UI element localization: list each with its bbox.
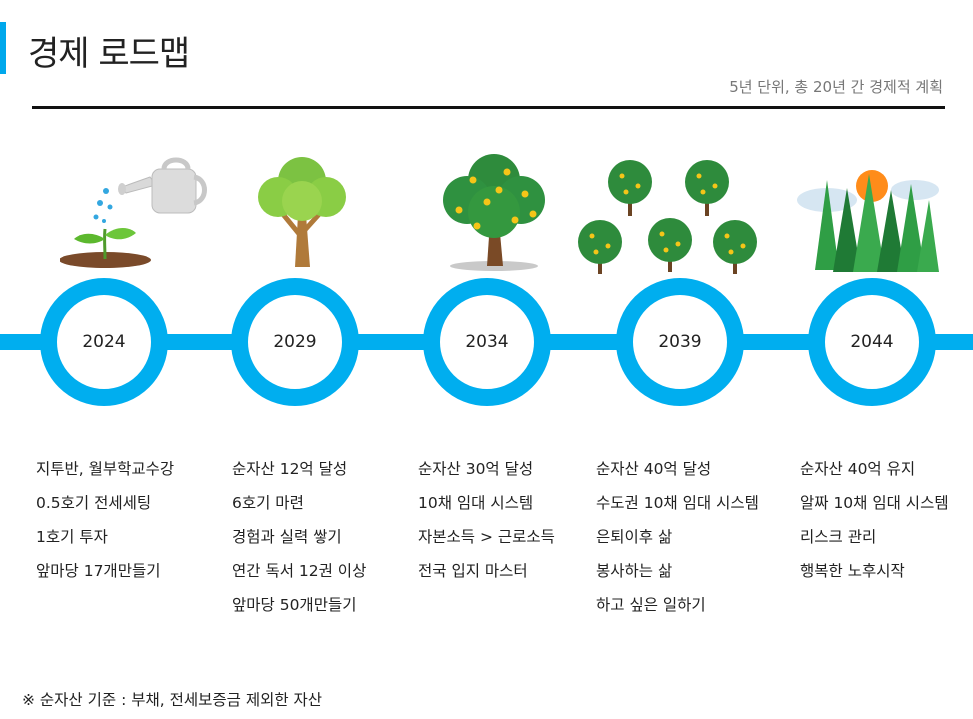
milestone-year: 2034 [465,332,509,352]
goal-item: 0.5호기 전세세팅 [36,494,152,512]
goal-list-2029: 순자산 12억 달성 6호기 마련 경험과 실력 쌓기 연간 독서 12권 이상… [232,452,366,622]
goal-item: 행복한 노후시작 [800,562,905,580]
goal-item: 10채 임대 시스템 [418,494,534,512]
milestone-year: 2029 [273,332,317,352]
goal-item: 앞마당 50개만들기 [232,596,357,614]
header-divider [32,106,945,109]
page-title: 경제 로드맵 [28,34,190,74]
milestone-2034: 2034 [423,278,551,406]
goal-item: 자본소득 > 근로소득 [418,528,555,546]
goal-item: 봉사하는 삶 [596,562,673,580]
sprout-watering-can-icon [60,157,207,268]
goal-item: 수도권 10채 임대 시스템 [596,494,759,512]
goal-item: 1호기 투자 [36,528,108,546]
goal-item: 순자산 12억 달성 [232,460,348,478]
title-accent-bar [0,22,6,74]
footnote: ※ 순자산 기준 : 부채, 전세보증금 제외한 자산 [22,691,323,709]
goal-item: 경험과 실력 쌓기 [232,528,342,546]
young-tree-icon [258,157,346,267]
goal-item: 알짜 10채 임대 시스템 [800,494,949,512]
goal-item: 리스크 관리 [800,528,877,546]
goal-list-2024: 지투반, 월부학교수강 0.5호기 전세세팅 1호기 투자 앞마당 17개만들기 [36,452,174,588]
goal-list-2034: 순자산 30억 달성 10채 임대 시스템 자본소득 > 근로소득 전국 입지 … [418,452,555,588]
milestone-2044: 2044 [808,278,936,406]
page-subtitle: 5년 단위, 총 20년 간 경제적 계획 [729,78,943,96]
goal-item: 지투반, 월부학교수강 [36,460,175,478]
goal-item: 은퇴이후 삶 [596,528,673,546]
goal-item: 하고 싶은 일하기 [596,596,706,614]
goal-item: 순자산 40억 유지 [800,460,916,478]
orchard-icon [578,160,757,274]
goal-item: 6호기 마련 [232,494,304,512]
goal-item: 순자산 30억 달성 [418,460,534,478]
milestone-year: 2044 [850,332,894,352]
milestone-2029: 2029 [231,278,359,406]
fruit-tree-icon [443,154,545,271]
milestone-2039: 2039 [616,278,744,406]
goal-item: 연간 독서 12권 이상 [232,562,367,580]
goal-item: 순자산 40억 달성 [596,460,712,478]
goal-list-2039: 순자산 40억 달성 수도권 10채 임대 시스템 은퇴이후 삶 봉사하는 삶 … [596,452,759,622]
milestone-year: 2039 [658,332,702,352]
goal-list-2044: 순자산 40억 유지 알짜 10채 임대 시스템 리스크 관리 행복한 노후시작 [800,452,949,588]
goal-item: 앞마당 17개만들기 [36,562,161,580]
forest-sunset-icon [797,170,939,272]
goal-item: 전국 입지 마스터 [418,562,528,580]
milestone-2024: 2024 [40,278,168,406]
milestone-year: 2024 [82,332,126,352]
